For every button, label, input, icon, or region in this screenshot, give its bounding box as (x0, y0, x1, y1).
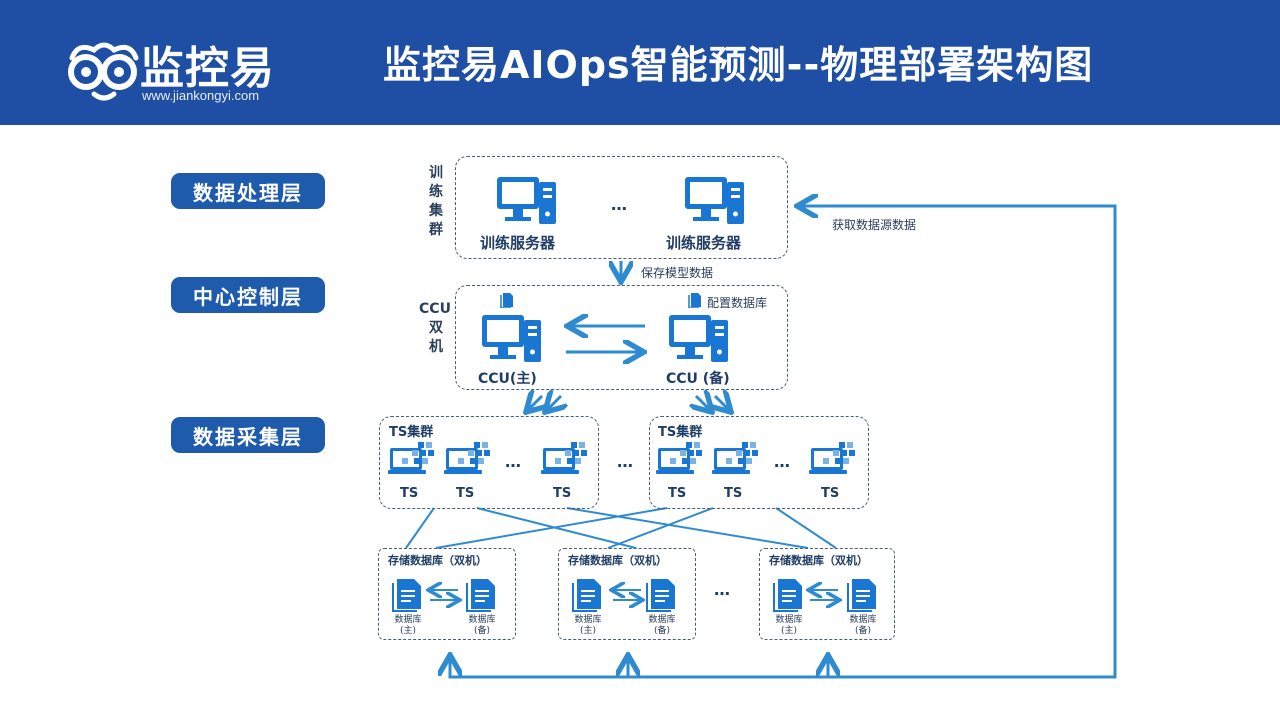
ts-node-icon (388, 440, 438, 482)
ts-node-label: TS (821, 486, 840, 501)
ts-node-icon (656, 440, 706, 482)
owl-logo-icon (68, 42, 139, 101)
database-icon (570, 578, 606, 616)
database-label: 数据库 (主) (574, 615, 602, 636)
header-bar: 监控易 www.jiankongyi.com 监控易AIOps智能预测--物理部… (0, 0, 1280, 125)
ccu-cluster-box (455, 285, 788, 390)
training-server-icon (685, 177, 744, 224)
storage-db-box (378, 548, 516, 640)
layer-label-processing: 数据处理层 (171, 173, 325, 209)
ts-cluster-box-2 (649, 416, 869, 509)
ccu-backup-label: CCU (备) (666, 371, 730, 387)
ccu-ts-arrow-3 (696, 396, 710, 410)
database-label: 数据库 (主) (775, 615, 803, 636)
ts-node-label: TS (553, 486, 572, 501)
ccu-backup-icon (669, 315, 728, 362)
ts-node-label: TS (724, 486, 743, 501)
database-label: 数据库 (备) (849, 615, 877, 636)
ts-ellipsis: … (774, 452, 790, 471)
database-label: 数据库 (备) (648, 615, 676, 636)
save-model-label: 保存模型数据 (641, 266, 714, 280)
ccu-cluster-label-top: CCU (419, 301, 451, 317)
database-icon (771, 578, 807, 616)
training-server-label: 训练服务器 (666, 234, 742, 252)
training-ellipsis: … (611, 195, 627, 214)
database-label: 数据库 (主) (394, 615, 422, 636)
ts-node-label: TS (456, 486, 475, 501)
ts-node-label: TS (668, 486, 687, 501)
storage-ellipsis: … (714, 580, 730, 599)
ts-node-icon (444, 440, 494, 482)
ts-node-label: TS (400, 486, 419, 501)
ts-node-icon (712, 440, 762, 482)
storage-db-label: 存储数据库（双机） (388, 554, 487, 567)
ccu-ts-arrow-2 (547, 396, 561, 410)
database-icon (688, 293, 701, 308)
config-db-label: 配置数据库 (707, 296, 768, 310)
ccu-primary-icon (482, 315, 541, 362)
ts-cluster-label: TS集群 (658, 425, 703, 440)
brand-name: 监控易 (140, 43, 275, 94)
ccu-primary-label: CCU(主) (478, 371, 537, 387)
fetch-data-label: 获取数据源数据 (832, 218, 917, 232)
database-icon (464, 578, 500, 616)
layer-label-collection: 数据采集层 (171, 417, 325, 453)
database-icon (390, 578, 426, 616)
ccu-ts-arrow-1 (528, 396, 542, 410)
ccu-ts-arrow-4 (715, 396, 729, 410)
storage-db-label: 存储数据库（双机） (568, 554, 667, 567)
ts-between-ellipsis: … (617, 452, 633, 471)
ts-node-icon (809, 440, 859, 482)
training-server-icon (497, 177, 556, 224)
database-icon (845, 578, 881, 616)
layer-label-control: 中心控制层 (171, 277, 325, 313)
brand-url: www.jiankongyi.com (142, 88, 260, 103)
training-cluster-label: 训练集群 (429, 165, 443, 238)
ccu-cluster-label-bottom: 双机 (429, 320, 443, 355)
database-icon (500, 293, 513, 308)
storage-db-box (759, 548, 895, 640)
storage-db-label: 存储数据库（双机） (769, 554, 868, 567)
training-cluster-box (455, 156, 788, 259)
ts-ellipsis: … (505, 452, 521, 471)
ts-cluster-box-1 (379, 416, 599, 509)
training-server-label: 训练服务器 (480, 234, 556, 252)
page-title: 监控易AIOps智能预测--物理部署架构图 (383, 43, 1094, 87)
database-icon (644, 578, 680, 616)
storage-db-box (558, 548, 696, 640)
database-label: 数据库 (备) (468, 615, 496, 636)
ts-node-icon (541, 440, 591, 482)
ts-cluster-label: TS集群 (389, 425, 434, 440)
